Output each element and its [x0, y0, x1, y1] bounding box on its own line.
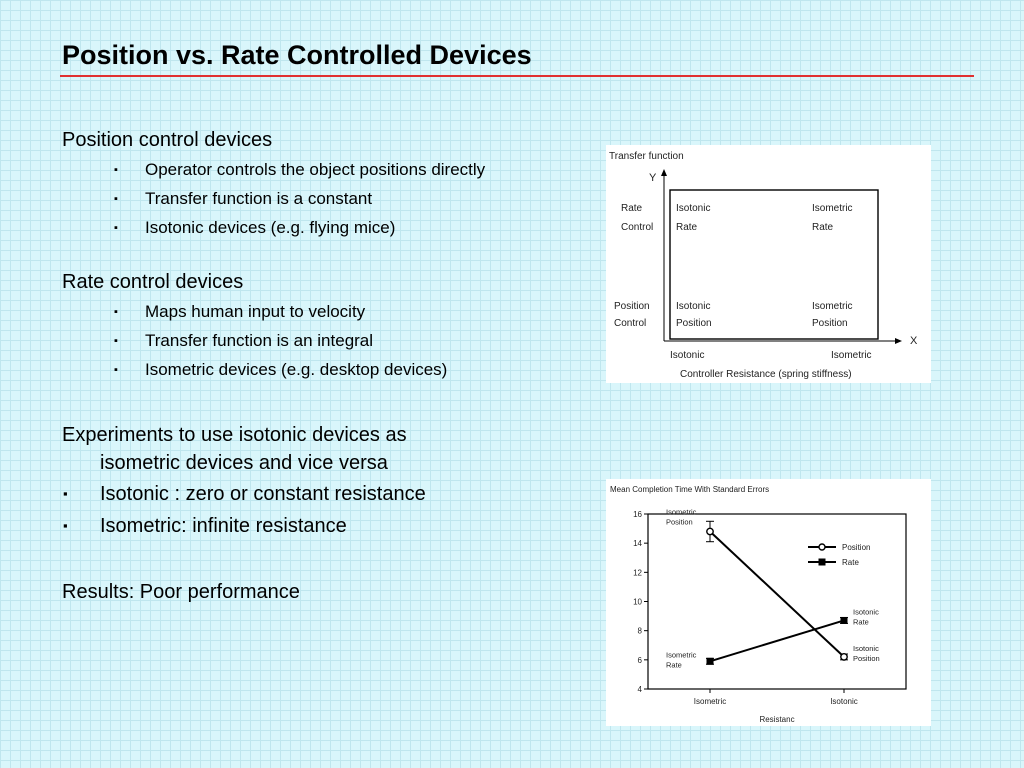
bullet-icon: ▪ — [63, 486, 68, 501]
title-divider — [60, 75, 974, 77]
legend-label: Position — [842, 543, 870, 552]
point-annotation: Position — [853, 654, 880, 663]
position-control-heading: Position control devices — [62, 129, 273, 151]
bullet-icon: ▪ — [114, 164, 118, 176]
bullet-icon: ▪ — [114, 306, 118, 318]
completion-time-chart: Mean Completion Time With Standard Error… — [606, 479, 931, 726]
x-tick-label: Isometric — [694, 697, 726, 706]
row-label-position: Control — [614, 318, 646, 329]
data-point-position — [706, 527, 714, 536]
x-tick-isometric: Isometric — [831, 350, 872, 361]
data-point-position — [840, 653, 848, 661]
data-point-rate — [840, 616, 848, 624]
x-tick-label: Isotonic — [830, 697, 858, 706]
cell-isotonic-rate: Rate — [676, 222, 698, 233]
x-axis-caption: Controller Resistance (spring stiffness) — [680, 369, 852, 380]
y-tick-label: 8 — [638, 627, 643, 636]
completion-time-plot: Mean Completion Time With Standard Error… — [610, 485, 907, 724]
x-axis-label: Resistanc — [759, 715, 794, 724]
quadrant-box — [669, 189, 879, 340]
cell-isotonic-position: Isotonic — [676, 301, 710, 312]
bullet-item: ▪Transfer function is a constant — [114, 189, 373, 208]
x-axis-arrow-icon — [895, 338, 902, 344]
x-axis-label: X — [910, 335, 918, 347]
y-axis-arrow-icon — [661, 169, 667, 176]
cell-isometric-position: Position — [812, 318, 848, 329]
chart-title: Mean Completion Time With Standard Error… — [610, 485, 769, 494]
slide-title: Position vs. Rate Controlled Devices — [62, 40, 532, 70]
point-annotation: Rate — [853, 617, 869, 626]
point-annotation: Position — [666, 518, 693, 527]
cell-isotonic-position: Position — [676, 318, 712, 329]
point-annotation: Isotonic — [853, 644, 879, 653]
y-tick-label: 14 — [633, 539, 642, 548]
row-label-rate: Control — [621, 222, 653, 233]
transfer-function-diagram: Transfer function Y X Rate Control Posit… — [609, 151, 918, 380]
bullet-icon: ▪ — [114, 335, 118, 347]
row-label-rate: Rate — [621, 203, 643, 214]
legend-label: Rate — [842, 558, 859, 567]
bullet-icon: ▪ — [114, 193, 118, 205]
y-tick-label: 4 — [638, 685, 643, 694]
bullet-item: ▪Isometric devices (e.g. desktop devices… — [114, 360, 448, 379]
bullet-item: ▪Operator controls the object positions … — [114, 160, 486, 179]
point-annotation: Isotonic — [853, 607, 879, 616]
cell-isometric-position: Isometric — [812, 301, 853, 312]
results-text: Results: Poor performance — [62, 581, 300, 603]
cell-isometric-rate: Isometric — [812, 203, 853, 214]
point-annotation: Isometric — [666, 508, 697, 517]
experiments-line-1: Experiments to use isotonic devices as — [62, 424, 407, 446]
series-line-rate — [709, 619, 845, 663]
figure-title: Transfer function — [609, 151, 684, 162]
legend-marker — [818, 543, 826, 551]
bullet-icon: ▪ — [114, 222, 118, 234]
y-tick-label: 12 — [633, 568, 642, 577]
bullet-icon: ▪ — [114, 364, 118, 376]
bullet-item: ▪Transfer function is an integral — [114, 331, 374, 350]
experiments-line-2: isometric devices and vice versa — [100, 452, 388, 474]
position-control-bullets: ▪Operator controls the object positions … — [114, 159, 505, 246]
experiment-bullet: ▪Isometric: infinite resistance — [63, 515, 347, 537]
bullet-icon: ▪ — [63, 518, 68, 533]
experiment-bullet: ▪Isotonic : zero or constant resistance — [63, 483, 426, 505]
bullet-item: ▪Maps human input to velocity — [114, 302, 366, 321]
transfer-function-figure: Transfer function Y X Rate Control Posit… — [606, 145, 931, 383]
rate-control-heading: Rate control devices — [62, 271, 244, 293]
x-tick-isotonic: Isotonic — [670, 350, 704, 361]
rate-control-bullets: ▪Maps human input to velocity ▪Transfer … — [114, 301, 545, 388]
y-tick-label: 16 — [633, 510, 642, 519]
y-tick-label: 10 — [633, 598, 642, 607]
series-line-position — [709, 530, 845, 658]
point-annotation: Isometric — [666, 650, 697, 659]
legend-marker — [818, 558, 826, 566]
point-annotation: Rate — [666, 660, 682, 669]
data-point-rate — [706, 657, 714, 665]
cell-isotonic-rate: Isotonic — [676, 203, 710, 214]
y-axis-label: Y — [649, 172, 657, 184]
cell-isometric-rate: Rate — [812, 222, 834, 233]
row-label-position: Position — [614, 301, 650, 312]
y-tick-label: 6 — [638, 656, 643, 665]
bullet-item: ▪Isotonic devices (e.g. flying mice) — [114, 218, 396, 237]
